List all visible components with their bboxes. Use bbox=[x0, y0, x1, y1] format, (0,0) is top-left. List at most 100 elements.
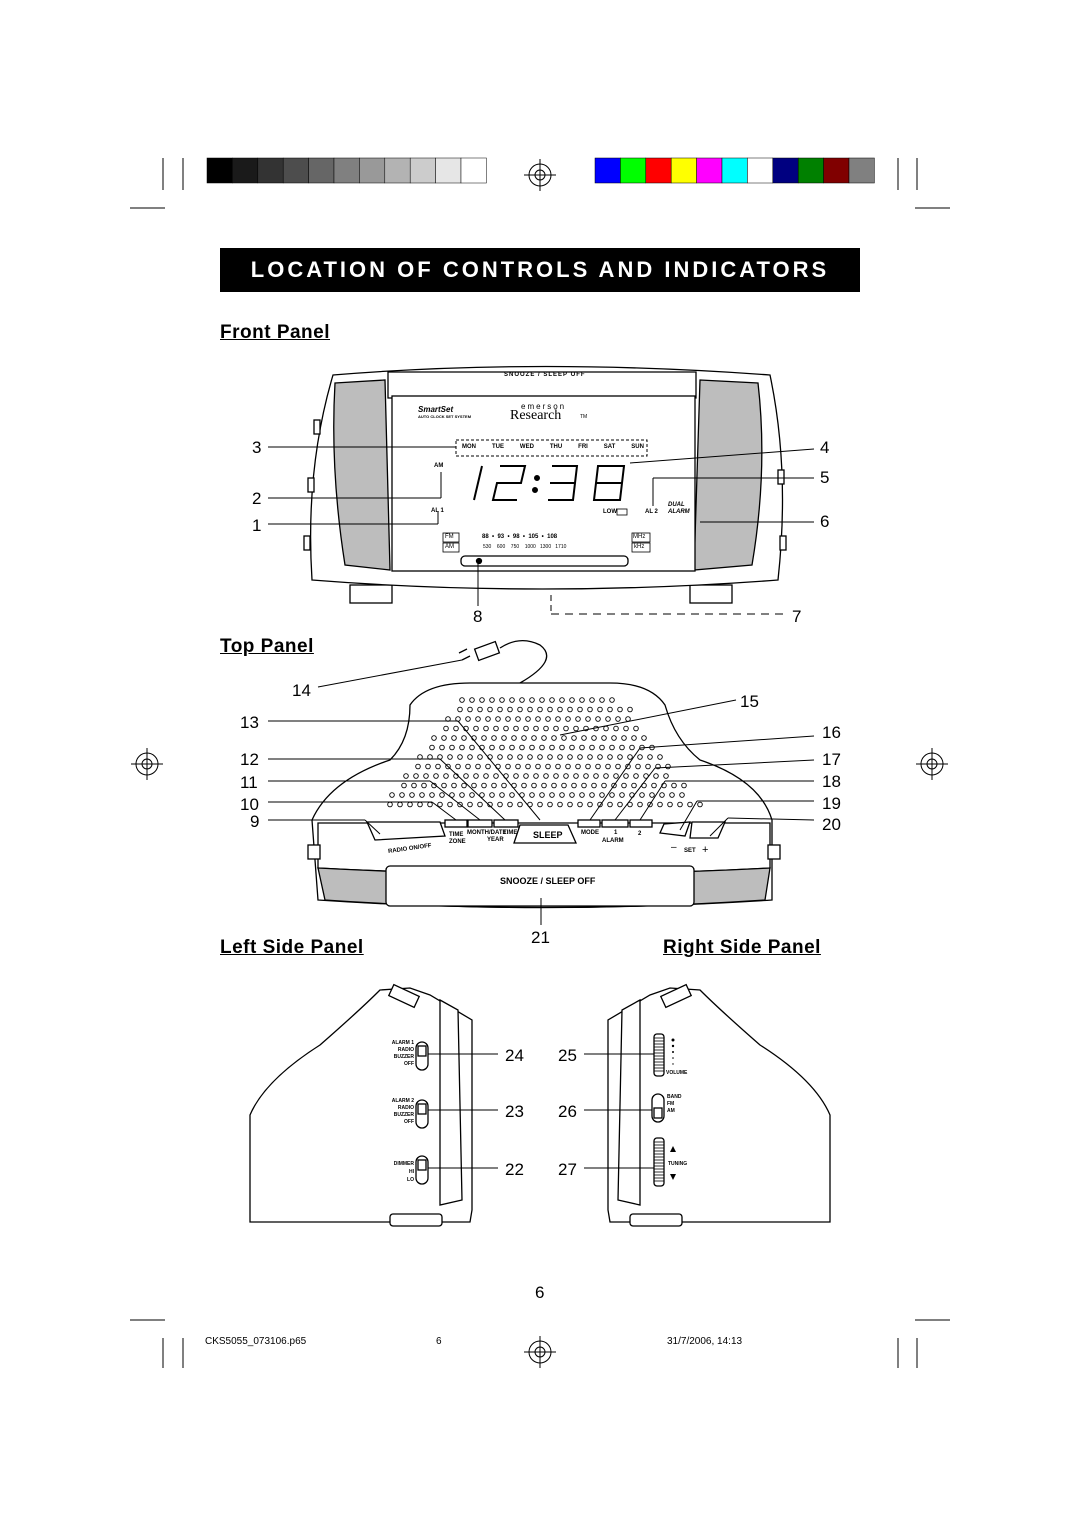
speaker-hole bbox=[505, 716, 511, 722]
speaker-hole bbox=[489, 792, 495, 798]
speaker-hole bbox=[543, 725, 549, 732]
speaker-hole bbox=[477, 801, 483, 808]
speaker-hole bbox=[539, 792, 545, 798]
speaker-hole bbox=[603, 773, 609, 779]
speaker-hole bbox=[565, 716, 571, 722]
speaker-hole bbox=[413, 773, 419, 779]
speaker-hole bbox=[465, 716, 471, 722]
speaker-hole bbox=[567, 706, 573, 713]
speaker-hole bbox=[491, 735, 497, 741]
day-sun: SUN bbox=[631, 444, 644, 450]
callout-5: 5 bbox=[820, 468, 830, 487]
band-fm: FM bbox=[667, 1101, 675, 1107]
callout-22: 22 bbox=[505, 1160, 524, 1179]
speaker-hole bbox=[461, 735, 467, 741]
speaker-hole bbox=[559, 744, 565, 751]
alarm1-radio: RADIO bbox=[397, 1047, 414, 1053]
speaker-hole bbox=[669, 792, 675, 798]
speaker-hole bbox=[577, 706, 583, 713]
speaker-hole bbox=[487, 706, 493, 713]
color-swatch bbox=[696, 157, 723, 184]
alarm-label: ALARM bbox=[668, 509, 690, 515]
low-battery-indicator: LOW bbox=[603, 509, 617, 515]
speaker-hole bbox=[499, 744, 505, 751]
speaker-hole bbox=[573, 773, 579, 779]
speaker-hole bbox=[587, 754, 593, 760]
speaker-hole bbox=[557, 801, 563, 808]
speaker-hole bbox=[543, 773, 549, 779]
time-label: TIME bbox=[503, 830, 518, 836]
alarm2-off: OFF bbox=[404, 1119, 414, 1125]
grayscale-swatch bbox=[308, 157, 335, 184]
fm-band-label: FM bbox=[445, 534, 454, 540]
fm-frequency-scale: 88 • 93 • 98 • 105 • 108 bbox=[482, 534, 558, 540]
speaker-hole bbox=[597, 801, 603, 808]
speaker-hole bbox=[555, 716, 561, 722]
speaker-hole bbox=[517, 754, 523, 760]
speaker-hole bbox=[451, 735, 457, 741]
callout-24: 24 bbox=[505, 1046, 524, 1065]
speaker-hole bbox=[617, 801, 623, 808]
color-swatch bbox=[797, 157, 824, 184]
grayscale-swatch bbox=[282, 157, 309, 184]
speaker-hole bbox=[591, 782, 597, 789]
alarm2-switch-title: ALARM 2 bbox=[391, 1098, 414, 1104]
speaker-hole bbox=[469, 744, 475, 751]
speaker-hole bbox=[521, 735, 527, 741]
alarm2-buzzer: BUZZER bbox=[393, 1112, 414, 1118]
speaker-hole bbox=[579, 697, 585, 703]
color-swatch bbox=[620, 157, 647, 184]
day-wed: WED bbox=[519, 444, 534, 450]
speaker-hole bbox=[629, 744, 635, 751]
speaker-hole bbox=[523, 725, 529, 732]
speaker-hole bbox=[521, 782, 527, 789]
callout-6: 6 bbox=[820, 512, 830, 531]
speaker-hole bbox=[439, 744, 445, 751]
speaker-hole bbox=[399, 792, 405, 798]
speaker-hole bbox=[489, 744, 495, 751]
speaker-hole bbox=[451, 782, 457, 789]
brand-emerson: emerson bbox=[521, 402, 567, 411]
speaker-hole bbox=[677, 801, 683, 808]
speaker-hole bbox=[457, 706, 463, 713]
speaker-hole bbox=[441, 782, 447, 789]
speaker-hole bbox=[657, 801, 663, 808]
al1-indicator: AL 1 bbox=[431, 508, 444, 514]
speaker-hole bbox=[551, 735, 557, 741]
speaker-hole bbox=[627, 706, 633, 713]
dimmer-lo: LO bbox=[407, 1177, 414, 1183]
speaker-hole bbox=[663, 773, 669, 779]
color-swatch bbox=[721, 157, 748, 184]
speaker-hole bbox=[419, 792, 425, 798]
speaker-hole bbox=[531, 782, 537, 789]
speaker-hole bbox=[409, 792, 415, 798]
speaker-hole bbox=[515, 763, 521, 770]
time-zone-label: TIME ZONE bbox=[449, 832, 466, 845]
speaker-hole bbox=[561, 735, 567, 741]
page-number: 6 bbox=[535, 1283, 545, 1302]
speaker-hole bbox=[495, 716, 501, 722]
callout-9: 9 bbox=[250, 812, 260, 831]
speaker-hole bbox=[519, 697, 525, 703]
speaker-hole bbox=[687, 801, 693, 808]
speaker-hole bbox=[457, 754, 463, 760]
sleep-button-label: SLEEP bbox=[533, 830, 563, 840]
speaker-hole bbox=[595, 763, 601, 770]
speaker-hole bbox=[443, 773, 449, 779]
color-swatch bbox=[594, 157, 621, 184]
speaker-hole bbox=[545, 716, 551, 722]
speaker-hole bbox=[479, 792, 485, 798]
speaker-hole bbox=[539, 744, 545, 751]
alarm2-label: 2 bbox=[638, 831, 642, 837]
speaker-hole bbox=[509, 697, 515, 703]
speaker-hole bbox=[583, 725, 589, 732]
grayscale-swatch bbox=[435, 157, 462, 184]
speaker-hole bbox=[471, 782, 477, 789]
speaker-hole bbox=[559, 792, 565, 798]
speaker-hole bbox=[601, 735, 607, 741]
year-label: YEAR bbox=[487, 837, 504, 843]
day-tue: TUE bbox=[491, 444, 504, 450]
